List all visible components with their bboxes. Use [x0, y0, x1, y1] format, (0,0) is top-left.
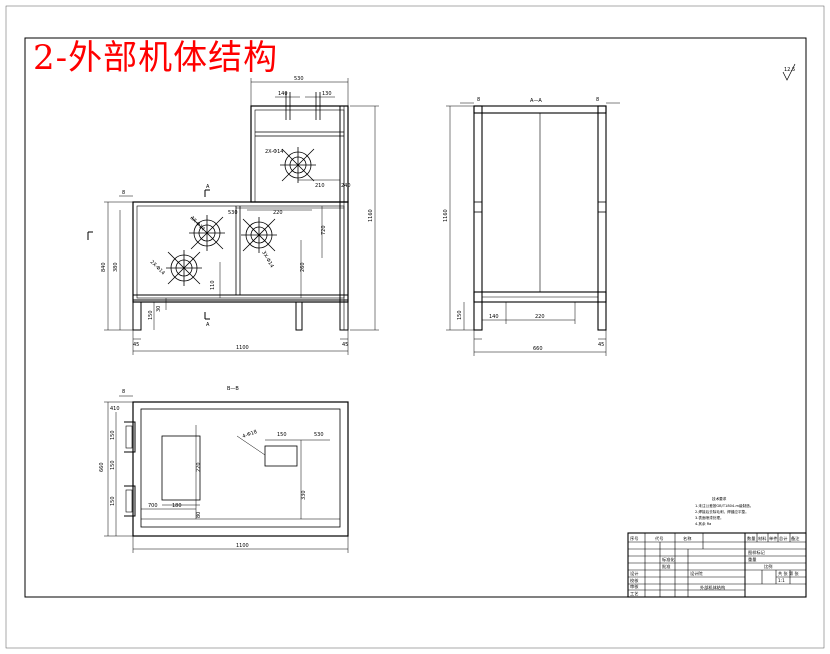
burner-label-2: 3X-Φ14 [189, 215, 206, 232]
lower-frame [132, 201, 349, 303]
dim-total-width: 1100 [236, 345, 249, 351]
burner-label-4: 3X-Φ14 [260, 250, 274, 269]
dim-left-inner: 380 [113, 262, 119, 272]
dim-hole-right: 130 [322, 91, 332, 97]
mid-leg [295, 301, 303, 331]
aa-base-220: 220 [535, 314, 545, 320]
tb-scale-label: 比例 [764, 563, 772, 570]
bb-top-8: 8 [122, 389, 125, 395]
dim-h-110: 110 [210, 280, 216, 290]
aa-leg: 45 [598, 342, 604, 348]
notes-line-4: 4.其余 Ra [695, 521, 711, 526]
burner-left-lower [166, 250, 202, 286]
page-title: 2-外部机体结构 [33, 38, 279, 78]
burner-top [280, 147, 316, 183]
notes-line-3: 3.表面喷漆处理。 [695, 515, 724, 520]
section-aa-title: A—A [530, 98, 542, 104]
tb-header-6: 总计 [779, 535, 787, 542]
bb-v-150c: 150 [110, 496, 116, 506]
burner-label-3: 2X-Φ14 [149, 259, 166, 276]
tb-label-0: 设计 [630, 570, 638, 577]
bb-total-width: 1100 [236, 543, 249, 549]
aa-left-top: 8 [477, 97, 480, 103]
bb-d-530: 530 [314, 432, 324, 438]
tb-sheet: 共 张 第 张 [778, 570, 800, 577]
bb-v-150b: 150 [110, 460, 116, 470]
bb-small-box [264, 445, 298, 467]
front-view: A A 530 140 130 210 240 530 220 720 260 … [87, 76, 379, 355]
aa-width: 660 [533, 346, 543, 352]
roughness-value: 12.5 [784, 67, 795, 73]
bb-d-150: 150 [277, 432, 287, 438]
dim-hole-left: 140 [278, 91, 288, 97]
bb-hole-label: 4-Φ18 [242, 429, 258, 440]
aa-side-150: 150 [457, 310, 463, 320]
tb-header-2: 名称 [683, 535, 691, 542]
tb-material: 图样标记 [748, 549, 766, 556]
aa-right-top: 8 [596, 97, 599, 103]
dim-top-8: 8 [122, 190, 125, 196]
dim-leg-right: 45 [342, 342, 348, 348]
dim-top-width: 530 [294, 76, 304, 82]
tb-header-3: 数量 [747, 535, 755, 542]
burner-left-upper [189, 215, 225, 251]
bb-v-150a: 150 [110, 430, 116, 440]
burner-right [241, 217, 277, 253]
bb-w-180: 180 [172, 503, 182, 509]
dim-h-260: 260 [300, 262, 306, 272]
dim-h-30: 30 [156, 306, 162, 312]
roughness-symbol: 12.5 [782, 63, 796, 81]
tb-weight: 重量 [748, 556, 756, 563]
aa-height: 1160 [443, 209, 449, 222]
drawing-frame [24, 37, 807, 598]
burner-label-1: 2X-Φ14 [265, 149, 283, 155]
outer-border [5, 5, 825, 649]
technical-notes: 技术要求 1.未注公差按GB/T1804-m级制造。 2.焊接后去除毛刺，焊缝应… [695, 496, 753, 526]
tb-header-1: 代号 [655, 535, 663, 542]
dim-mid-240: 240 [341, 183, 351, 189]
tb-label-4: 标准化 [662, 556, 675, 563]
tb-scale-value: 1:1 [778, 578, 785, 583]
tb-header-0: 序号 [630, 535, 638, 542]
dim-burner-r: 210 [315, 183, 325, 189]
title-block: 序号 代号 名称 数量 材料 单件 总计 备注 设计 校核 审核 工艺 标准化 … [627, 532, 807, 598]
section-bb-view: B—B 8 410 150 530 150 150 150 220 330 80… [99, 386, 349, 553]
bb-left-410: 410 [110, 406, 120, 412]
tb-header-5: 单件 [769, 535, 777, 542]
section-mark-a-top: A [206, 184, 210, 190]
dim-mid-530: 530 [228, 210, 238, 216]
bb-h-80: 80 [196, 512, 202, 518]
bb-h-220: 220 [196, 462, 202, 472]
dim-left-height: 840 [101, 262, 107, 272]
tb-header-7: 备注 [791, 535, 800, 542]
bb-total-height: 660 [99, 462, 105, 472]
section-bb-title: B—B [227, 386, 239, 392]
bb-h-330: 330 [301, 490, 307, 500]
dim-h-150: 150 [148, 310, 154, 320]
dim-total-height: 1160 [368, 209, 374, 222]
dim-h-720: 720 [321, 225, 327, 235]
aa-base: 140 [489, 314, 499, 320]
bb-inner-box [161, 435, 201, 501]
bb-w-700: 700 [148, 503, 158, 509]
dim-mid-220: 220 [273, 210, 283, 216]
tb-label-5: 批准 [662, 563, 670, 570]
tb-label-1: 校核 [630, 577, 639, 584]
notes-line-1: 1.未注公差按GB/T1804-m级制造。 [695, 503, 753, 508]
notes-heading: 技术要求 [712, 496, 727, 501]
left-leg [132, 301, 142, 331]
tb-label-2: 审核 [630, 583, 639, 590]
tb-company: 设计院 [690, 570, 703, 577]
tb-header-4: 材料 [758, 535, 767, 542]
section-aa-view: A—A 8 8 1160 150 140 220 660 45 [443, 97, 620, 356]
tb-drawing-name: 外部机体结构 [700, 584, 725, 591]
notes-line-2: 2.焊接后去除毛刺，焊缝应平整。 [695, 509, 749, 514]
section-mark-a-bottom: A [206, 322, 210, 328]
dim-leg-left: 45 [133, 342, 139, 348]
tb-label-3: 工艺 [630, 591, 638, 596]
